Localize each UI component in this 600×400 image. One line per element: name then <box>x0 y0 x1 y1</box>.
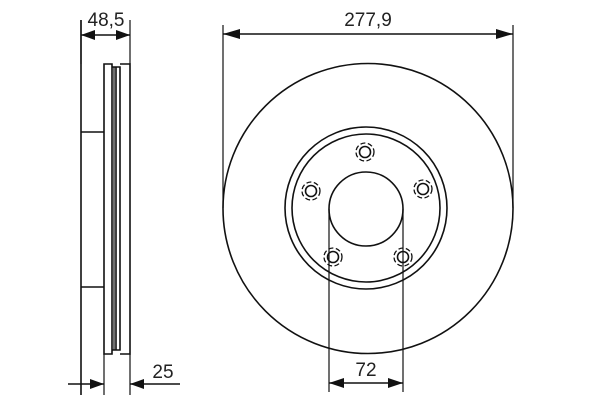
dimension-outer-diameter: 277,9 <box>222 10 514 208</box>
dimension-label-48-5: 48,5 <box>88 10 125 31</box>
dimension-disc-thickness: 25 <box>68 354 180 395</box>
center-bore <box>328 171 404 247</box>
arrow-right-icon <box>90 379 104 389</box>
dimension-center-bore: 72 <box>328 209 404 392</box>
dimension-label-72: 72 <box>355 360 376 381</box>
arrow-left-icon <box>81 30 95 40</box>
arrow-left-icon <box>329 378 344 388</box>
bolt-hole <box>301 181 321 201</box>
bolt-hole <box>355 142 375 162</box>
disc-outer-circle <box>222 62 514 355</box>
disc-plate-outer <box>103 63 113 355</box>
arrow-right-icon <box>496 29 513 39</box>
arrow-right-icon <box>116 30 130 40</box>
arrow-right-icon <box>388 378 403 388</box>
hub-inner-ring <box>291 133 441 283</box>
bolt-hole <box>323 247 343 267</box>
arrow-left-icon <box>130 379 144 389</box>
front-view: 277,9 72 <box>222 10 514 392</box>
hub-outer-ring <box>284 126 448 290</box>
arrow-left-icon <box>223 29 240 39</box>
side-profile-view: 48,5 25 <box>68 10 180 395</box>
bolt-hole <box>413 179 433 199</box>
dimension-label-25: 25 <box>152 362 173 383</box>
hub-profile <box>80 20 104 395</box>
dimension-overall-thickness: 48,5 <box>80 10 131 64</box>
vent-channel <box>112 66 121 351</box>
disc-plate-inner <box>120 63 131 355</box>
dimension-label-277-9: 277,9 <box>344 10 392 31</box>
